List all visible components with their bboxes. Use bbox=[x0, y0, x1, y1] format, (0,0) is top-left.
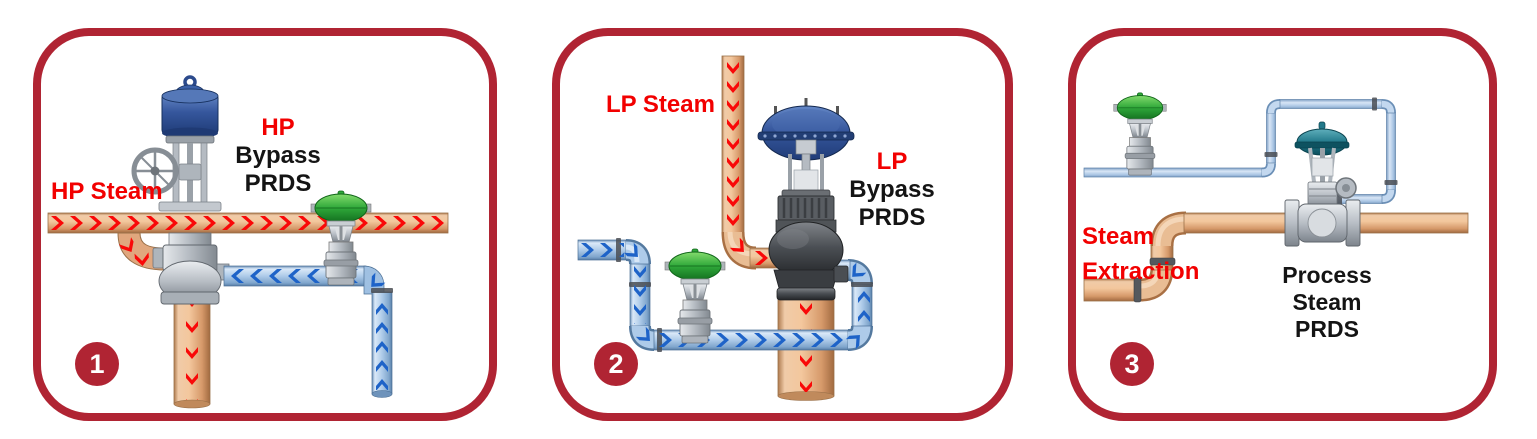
lp-steam-label: LP Steam bbox=[606, 91, 715, 118]
panel3-title: Process Steam PRDS bbox=[1252, 262, 1402, 343]
reduced-steam-outlet-pipe bbox=[173, 285, 211, 409]
lp-bypass-piping-diagram bbox=[577, 55, 873, 401]
panel1-title: HP Bypass PRDS bbox=[198, 114, 358, 198]
panel2-title-red: LP bbox=[876, 148, 908, 175]
panel3-title-black: Process Steam PRDS bbox=[1282, 262, 1372, 342]
hp-valve-actuator bbox=[131, 75, 222, 212]
panel1-number-badge: 1 bbox=[75, 342, 119, 386]
hp-bypass-piping-diagram bbox=[47, 75, 449, 409]
spray-water-control-valve bbox=[1113, 92, 1167, 176]
steam-extraction-pipe bbox=[1083, 211, 1469, 303]
steam-extraction-label: Steam Extraction bbox=[1082, 223, 1200, 285]
panel1-title-black: Bypass PRDS bbox=[235, 142, 321, 197]
lp-steam-pipe bbox=[721, 55, 785, 270]
panel2-number-badge: 2 bbox=[594, 342, 638, 386]
hp-reducing-valve-body bbox=[152, 232, 230, 305]
spray-water-pipe bbox=[223, 265, 393, 398]
process-steam-piping-diagram bbox=[1083, 92, 1469, 303]
handwheel-icon bbox=[131, 147, 179, 195]
panel2-title: LP Bypass PRDS bbox=[812, 148, 972, 232]
panel-process-steam-prds: Steam Extraction Process Steam PRDS 3 bbox=[1068, 28, 1497, 421]
spray-water-pipe bbox=[1083, 97, 1398, 206]
hp-steam-pipe bbox=[47, 212, 449, 234]
panel1-title-red: HP bbox=[261, 114, 295, 141]
spray-water-control-valve bbox=[664, 248, 726, 344]
panel3-number-badge: 3 bbox=[1110, 342, 1154, 386]
process-steam-prds-valve bbox=[1284, 121, 1361, 247]
panel-hp-bypass-prds: HP Steam HP Bypass PRDS 1 bbox=[33, 28, 497, 421]
panel2-title-black: Bypass PRDS bbox=[849, 176, 935, 231]
panel-lp-bypass-prds: LP Steam LP Bypass PRDS 2 bbox=[552, 28, 1013, 421]
hp-steam-label: HP Steam bbox=[51, 178, 163, 205]
lp-bypass-valve bbox=[757, 98, 855, 301]
